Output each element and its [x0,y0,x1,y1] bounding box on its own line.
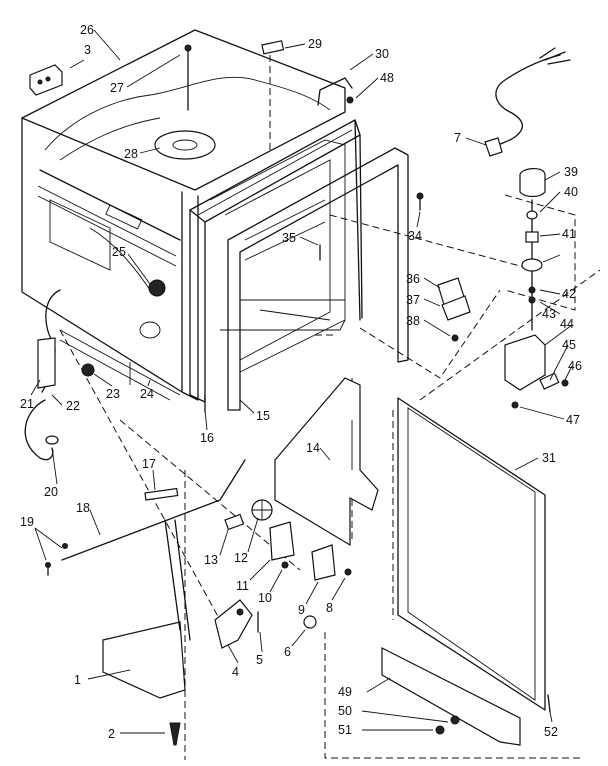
callout-23: 23 [106,387,120,401]
callout-39: 39 [564,165,578,179]
part-11-housing [269,521,295,561]
callout-10: 10 [258,591,272,605]
callout-2: 2 [108,727,115,741]
part-25-knob [148,279,166,297]
callout-labels: 1 2 3 4 5 6 7 8 9 10 11 12 13 14 15 16 1… [20,23,582,741]
callout-37: 37 [406,293,420,307]
callout-46: 46 [568,359,582,373]
callout-leaders [30,29,573,734]
callout-49: 49 [338,685,352,699]
callout-4: 4 [232,665,239,679]
callout-12: 12 [234,551,248,565]
callout-6: 6 [284,645,291,659]
callout-9: 9 [298,603,305,617]
callout-40: 40 [564,185,578,199]
callout-16: 16 [200,431,214,445]
door-gasket [189,119,363,403]
part-52-screw [547,694,551,713]
callout-24: 24 [140,387,154,401]
part-23-grommet [81,363,95,377]
part-50-51-fasteners [435,715,460,735]
callout-47: 47 [566,413,580,427]
callout-22: 22 [66,399,80,413]
callout-7: 7 [454,131,461,145]
part-36-37-bracket [437,277,471,321]
part-47-screw [511,401,519,409]
part-4-latch [214,599,253,649]
callout-42: 42 [562,287,576,301]
tub-assembly [21,29,346,401]
callout-41: 41 [562,227,576,241]
callout-31: 31 [542,451,556,465]
callout-45: 45 [562,338,576,352]
callout-36: 36 [406,272,420,286]
callout-48: 48 [380,71,394,85]
part-28-vent [154,130,216,160]
callout-43: 43 [542,307,556,321]
callout-15: 15 [256,409,270,423]
part-14-hinge-plate [274,377,379,547]
part-9-switch [311,544,336,581]
callout-28: 28 [124,147,138,161]
part-7-power-cord [484,47,571,157]
part-19-screws [45,543,68,576]
callout-50: 50 [338,704,352,718]
callout-8: 8 [326,601,333,615]
part-45-46-valve [539,372,569,390]
frame-part-15 [227,147,409,411]
part-3-block [29,64,63,96]
callout-38: 38 [406,314,420,328]
part-18-rod [61,459,246,561]
part-29-clip [261,40,285,150]
part-44-pump [504,334,546,391]
part-2-screw [169,722,181,746]
callout-52: 52 [544,725,558,739]
motor-assembly [504,168,576,331]
callout-35: 35 [282,231,296,245]
assembly-leader-lines [59,214,601,760]
part-34-screw [416,192,424,211]
callout-3: 3 [84,43,91,57]
part-31-door-panel [324,397,580,759]
part-48-screw [346,96,354,104]
callout-20: 20 [44,485,58,499]
part-13-cylinder [224,513,245,531]
part-49-panel [381,647,521,746]
part-30-bracket [317,77,353,106]
callout-27: 27 [110,81,124,95]
part-17-strip [144,487,179,501]
callout-5: 5 [256,653,263,667]
part-20-clamp [45,435,59,445]
callout-34: 34 [408,229,422,243]
callout-14: 14 [306,441,320,455]
callout-13: 13 [204,553,218,567]
callout-1: 1 [74,673,81,687]
callout-30: 30 [375,47,389,61]
part-8-screw [344,568,352,576]
callout-29: 29 [308,37,322,51]
callout-44: 44 [560,317,574,331]
callout-18: 18 [76,501,90,515]
part-6-nut [303,615,317,629]
callout-17: 17 [142,457,156,471]
part-21-hose [24,289,61,461]
part-27-screw [184,44,192,111]
callout-11: 11 [236,579,249,593]
part-10-screw [281,561,289,569]
callout-51: 51 [338,723,352,737]
callout-25: 25 [112,245,126,259]
part-38-screw [451,334,459,342]
part-1-bracket [102,519,191,699]
callout-19: 19 [20,515,34,529]
part-12-wheel [251,499,273,521]
callout-26: 26 [80,23,94,37]
callout-21: 21 [20,397,34,411]
